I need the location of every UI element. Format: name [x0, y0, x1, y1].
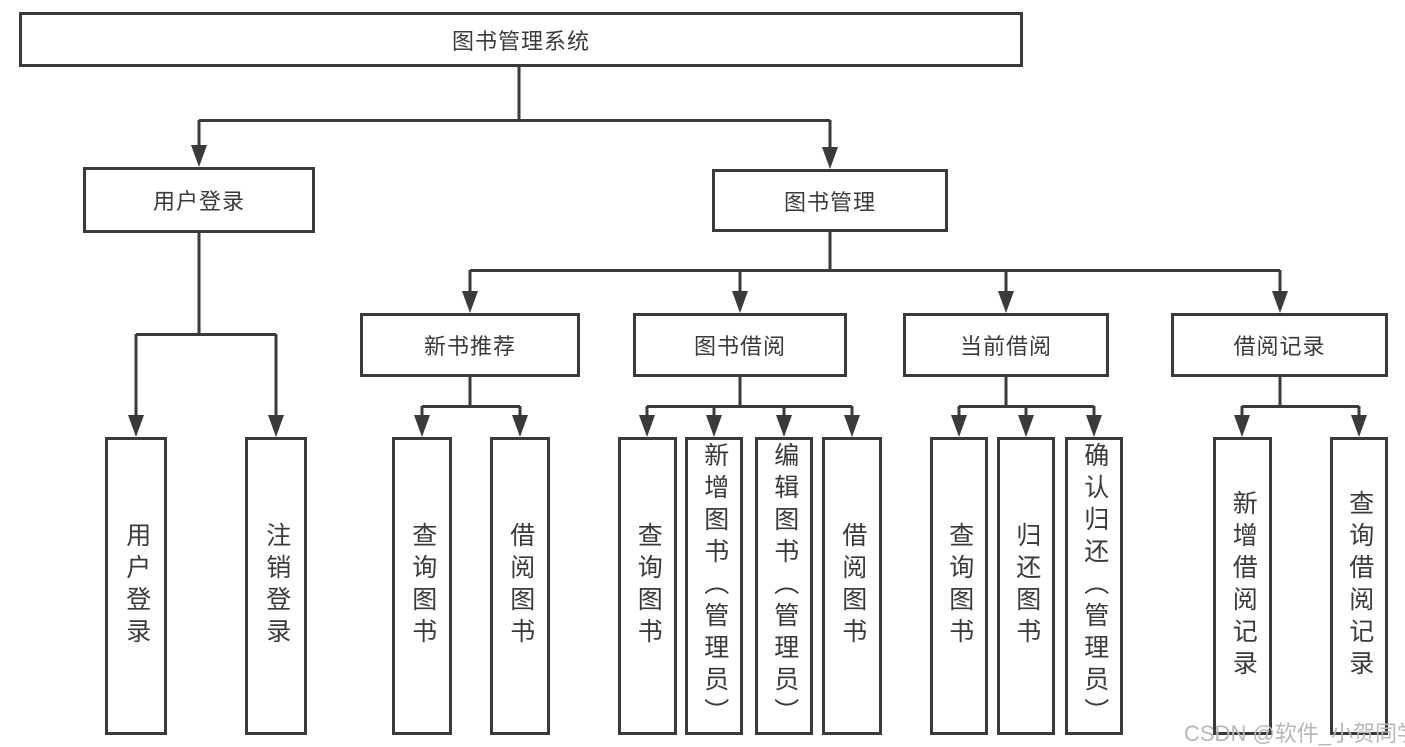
connector-new-books-to-leaves: [414, 377, 528, 437]
node-leaf-br-add-record-label: 新增借阅记录: [1229, 490, 1258, 682]
node-user-login-label: 用户登录: [152, 189, 245, 214]
node-leaf-br-query-record: 查询借阅记录: [1330, 437, 1388, 735]
node-leaf-logout-action: 注销登录: [245, 437, 307, 735]
node-current-borrow: 当前借阅: [903, 313, 1109, 377]
node-leaf-cb-query-books-label: 查询图书: [945, 522, 974, 650]
node-root: 图书管理系统: [19, 12, 1023, 67]
node-leaf-bb-query-books-label: 查询图书: [634, 522, 663, 650]
node-leaf-nb-query-books: 查询图书: [392, 437, 452, 735]
node-leaf-bb-borrow-books: 借阅图书: [822, 437, 882, 735]
node-leaf-cb-query-books: 查询图书: [930, 437, 988, 735]
node-leaf-user-login-action-label: 用户登录: [122, 522, 151, 650]
connector-book-mgmt-to-level3: [462, 232, 1288, 313]
node-book-mgmt-label: 图书管理: [783, 189, 876, 215]
node-book-borrow-label: 图书借阅: [693, 334, 786, 359]
node-book-borrow: 图书借阅: [633, 313, 847, 377]
node-book-mgmt: 图书管理: [712, 169, 948, 232]
connector-user-login-to-leaves: [128, 233, 284, 437]
node-current-borrow-label: 当前借阅: [959, 334, 1052, 359]
node-leaf-br-add-record: 新增借阅记录: [1213, 437, 1272, 735]
node-new-books-label: 新书推荐: [423, 334, 516, 359]
node-leaf-nb-borrow-books-label: 借阅图书: [506, 522, 535, 650]
node-borrow-records: 借阅记录: [1171, 313, 1388, 377]
node-user-login: 用户登录: [83, 167, 315, 233]
node-new-books: 新书推荐: [360, 313, 580, 377]
connector-borrow-records-to-leaves: [1234, 377, 1367, 437]
node-leaf-bb-add-books-label: 新增图书（管理员）: [700, 442, 729, 730]
node-leaf-bb-edit-books: 编辑图书（管理员）: [755, 437, 813, 735]
node-leaf-cb-return-books-label: 归还图书: [1012, 522, 1041, 650]
node-leaf-cb-confirm-return: 确认归还（管理员）: [1065, 437, 1123, 735]
connector-current-borrow-to-leaves: [951, 377, 1102, 437]
connector-root-to-level2: [191, 67, 838, 169]
node-borrow-records-label: 借阅记录: [1233, 334, 1326, 359]
node-root-label: 图书管理系统: [451, 28, 590, 54]
node-leaf-bb-borrow-books-label: 借阅图书: [838, 522, 867, 650]
node-leaf-logout-action-label: 注销登录: [262, 522, 291, 650]
node-leaf-br-query-record-label: 查询借阅记录: [1345, 490, 1374, 682]
node-leaf-bb-add-books: 新增图书（管理员）: [685, 437, 743, 735]
node-leaf-cb-confirm-return-label: 确认归还（管理员）: [1080, 442, 1109, 730]
node-leaf-nb-borrow-books: 借阅图书: [490, 437, 550, 735]
node-leaf-cb-return-books: 归还图书: [997, 437, 1055, 735]
node-leaf-bb-query-books: 查询图书: [618, 437, 677, 735]
node-leaf-user-login-action: 用户登录: [105, 437, 167, 735]
watermark: CSDN @软件_小贺同学: [1184, 721, 1405, 746]
connector-book-borrow-to-leaves: [639, 377, 860, 437]
node-leaf-nb-query-books-label: 查询图书: [408, 522, 437, 650]
node-leaf-bb-edit-books-label: 编辑图书（管理员）: [770, 442, 799, 730]
